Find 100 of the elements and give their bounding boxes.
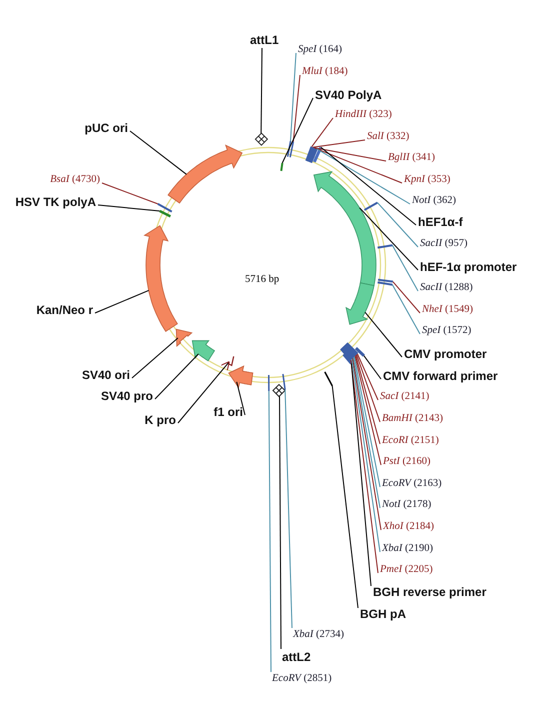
- feature-label: HSV TK polyA: [15, 195, 96, 209]
- restriction-site-label: BglII (341): [388, 151, 435, 165]
- site-tick: [157, 203, 172, 213]
- feature-label: SV40 ori: [82, 368, 130, 382]
- leader-line: [98, 204, 160, 212]
- site-tick: [378, 278, 394, 283]
- leader-line: [132, 338, 178, 378]
- restriction-site-label: SacII (1288): [420, 281, 473, 295]
- site-tick: [268, 374, 270, 391]
- site-tick: [159, 210, 171, 218]
- leader-line: [376, 202, 418, 248]
- site-tick: [377, 281, 393, 286]
- feature-label: hEF-1α promoter: [420, 260, 517, 274]
- leader-line: [364, 312, 402, 358]
- site-tick: [312, 146, 322, 163]
- leader-line: [154, 354, 199, 400]
- leader-line: [359, 207, 418, 270]
- leader-line: [290, 52, 296, 142]
- site-tick: [324, 371, 333, 386]
- feature-label: CMV promoter: [404, 347, 487, 361]
- leader-line: [352, 357, 380, 508]
- restriction-site-label: EcoRV (2163): [382, 477, 442, 491]
- feature-label: attL2: [282, 650, 311, 664]
- leader-line: [279, 396, 282, 650]
- crossed-diamond-icon: [254, 132, 268, 146]
- leader-line: [178, 361, 230, 424]
- feature-label: BGH reverse primer: [373, 585, 486, 599]
- leader-line: [130, 130, 187, 175]
- leader-line: [102, 182, 158, 204]
- crossed-diamond-icon: [272, 384, 286, 398]
- restriction-site-label: BsaI (4730): [50, 173, 100, 187]
- restriction-site-label: NotI (362): [412, 194, 456, 208]
- restriction-site-label: KpnI (353): [404, 173, 450, 187]
- feature-block: [168, 144, 243, 204]
- leader-line: [268, 390, 272, 672]
- restriction-site-label: MluI (184): [302, 65, 348, 79]
- leader-line: [292, 74, 300, 142]
- leader-line: [392, 244, 418, 292]
- feature-label: Kan/Neo r: [36, 303, 93, 317]
- plasmid-size-label: 5716 bp: [245, 273, 280, 287]
- feature-label: SV40 pro: [100, 389, 153, 403]
- leader-line: [332, 386, 358, 608]
- restriction-site-label: SacI (2141): [380, 390, 430, 404]
- leader-line: [363, 355, 382, 380]
- feature-label: attL1: [250, 33, 279, 47]
- leader-line: [311, 118, 334, 148]
- restriction-site-label: BamHI (2143): [382, 412, 443, 426]
- restriction-site-label: SpeI (1572): [422, 324, 472, 338]
- feature-label: f1 ori: [214, 405, 243, 419]
- leader-line: [350, 362, 372, 586]
- leader-line: [282, 98, 314, 164]
- leader-line: [392, 284, 420, 334]
- leader-line: [356, 353, 378, 400]
- restriction-site-label: HindIII (323): [335, 108, 392, 122]
- feature-label: K pro: [144, 413, 176, 427]
- feature-block: [228, 365, 254, 388]
- hook-mark: [227, 356, 234, 366]
- feature-block: [143, 225, 178, 332]
- leader-line: [350, 359, 378, 574]
- feature-label: hEF1α-f: [418, 215, 463, 229]
- restriction-site-label: PstI (2160): [383, 455, 431, 469]
- leader-line: [314, 147, 386, 162]
- leader-line: [354, 356, 382, 466]
- restriction-site-label: XbaI (2734): [293, 628, 344, 642]
- restriction-site-label: XhoI (2184): [383, 520, 434, 534]
- restriction-site-label: SpeI (164): [298, 43, 342, 57]
- restriction-site-label: EcoRV (2851): [272, 672, 332, 686]
- restriction-site-label: EcoRI (2151): [382, 434, 439, 448]
- leader-line: [314, 148, 402, 184]
- feature-block: [192, 340, 216, 362]
- site-tick: [286, 140, 292, 157]
- feature-label: BGH pA: [360, 607, 406, 621]
- restriction-site-label: NotI (2178): [382, 498, 432, 512]
- leader-line: [351, 358, 380, 552]
- feature-label: CMV forward primer: [383, 369, 498, 383]
- leader-line: [312, 140, 366, 148]
- site-tick: [364, 202, 378, 211]
- feature-block: [346, 282, 374, 325]
- site-tick: [354, 347, 365, 357]
- restriction-site-label: NheI (1549): [422, 303, 474, 317]
- leader-line: [320, 146, 416, 226]
- leader-line: [94, 290, 150, 314]
- site-tick: [342, 353, 353, 364]
- leader-line: [260, 48, 262, 134]
- leader-line: [284, 389, 292, 628]
- leader-line: [355, 354, 380, 444]
- site-tick: [280, 162, 284, 172]
- restriction-site-label: PmeI (2205): [380, 563, 433, 577]
- leader-line: [392, 281, 420, 314]
- restriction-site-label: XbaI (2190): [382, 542, 434, 556]
- site-tick: [289, 141, 294, 158]
- leader-line: [356, 354, 380, 422]
- restriction-site-label: SalI (332): [367, 130, 410, 144]
- leader-line: [316, 148, 410, 204]
- feature-label: pUC ori: [84, 121, 128, 135]
- leader-line: [236, 381, 246, 416]
- site-tick: [282, 374, 286, 390]
- feature-label: SV40 PolyA: [315, 88, 382, 102]
- feature-block: [313, 171, 376, 286]
- restriction-site-label: SacII (957): [420, 237, 468, 251]
